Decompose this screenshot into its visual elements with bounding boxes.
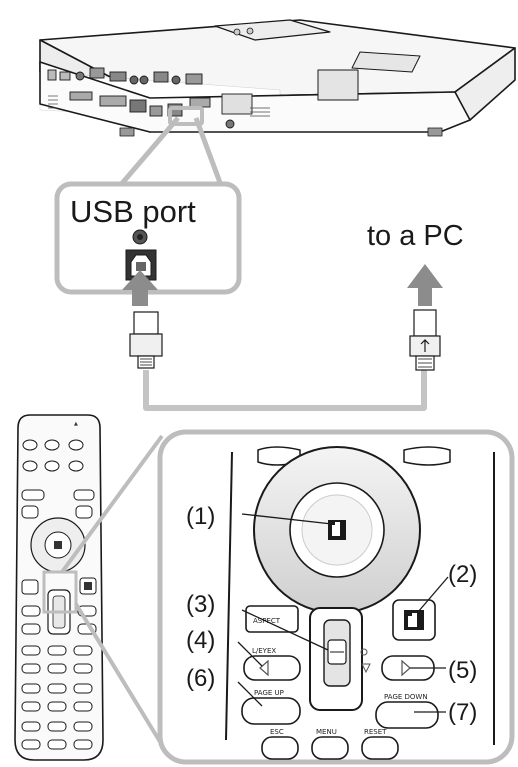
to-pc-label: to a PC <box>367 220 464 252</box>
callout-5: (5) <box>448 657 477 684</box>
scroll-rocker-button <box>310 608 362 710</box>
callout-2: (2) <box>448 561 477 588</box>
usb-cable <box>146 370 424 408</box>
usb-b-plug <box>130 312 162 368</box>
aspect-button: ASPECT <box>246 606 298 632</box>
page-up-label: PAGE UP <box>254 689 284 697</box>
page-down-label: PAGE DOWN <box>384 693 428 701</box>
usb-port-label: USB port <box>70 194 196 229</box>
remote-control-small: ▲ <box>15 415 103 760</box>
callout-7: (7) <box>448 699 477 726</box>
arrow-up-to-pc <box>407 264 443 306</box>
esc-label: ESC <box>270 728 284 736</box>
callout-1: (1) <box>186 503 215 530</box>
mouse-right-click-button <box>393 600 435 640</box>
callout-4: (4) <box>186 627 215 654</box>
reset-label: RESET <box>364 728 387 736</box>
l-eyex-label: L/EYEX <box>252 647 276 655</box>
callout-6: (6) <box>186 665 215 692</box>
menu-label: MENU <box>316 728 337 736</box>
mouse-left-click-icon <box>328 520 346 540</box>
usb-a-plug <box>410 310 440 370</box>
callout-3: (3) <box>186 591 215 618</box>
svg-text:▲: ▲ <box>74 421 78 427</box>
